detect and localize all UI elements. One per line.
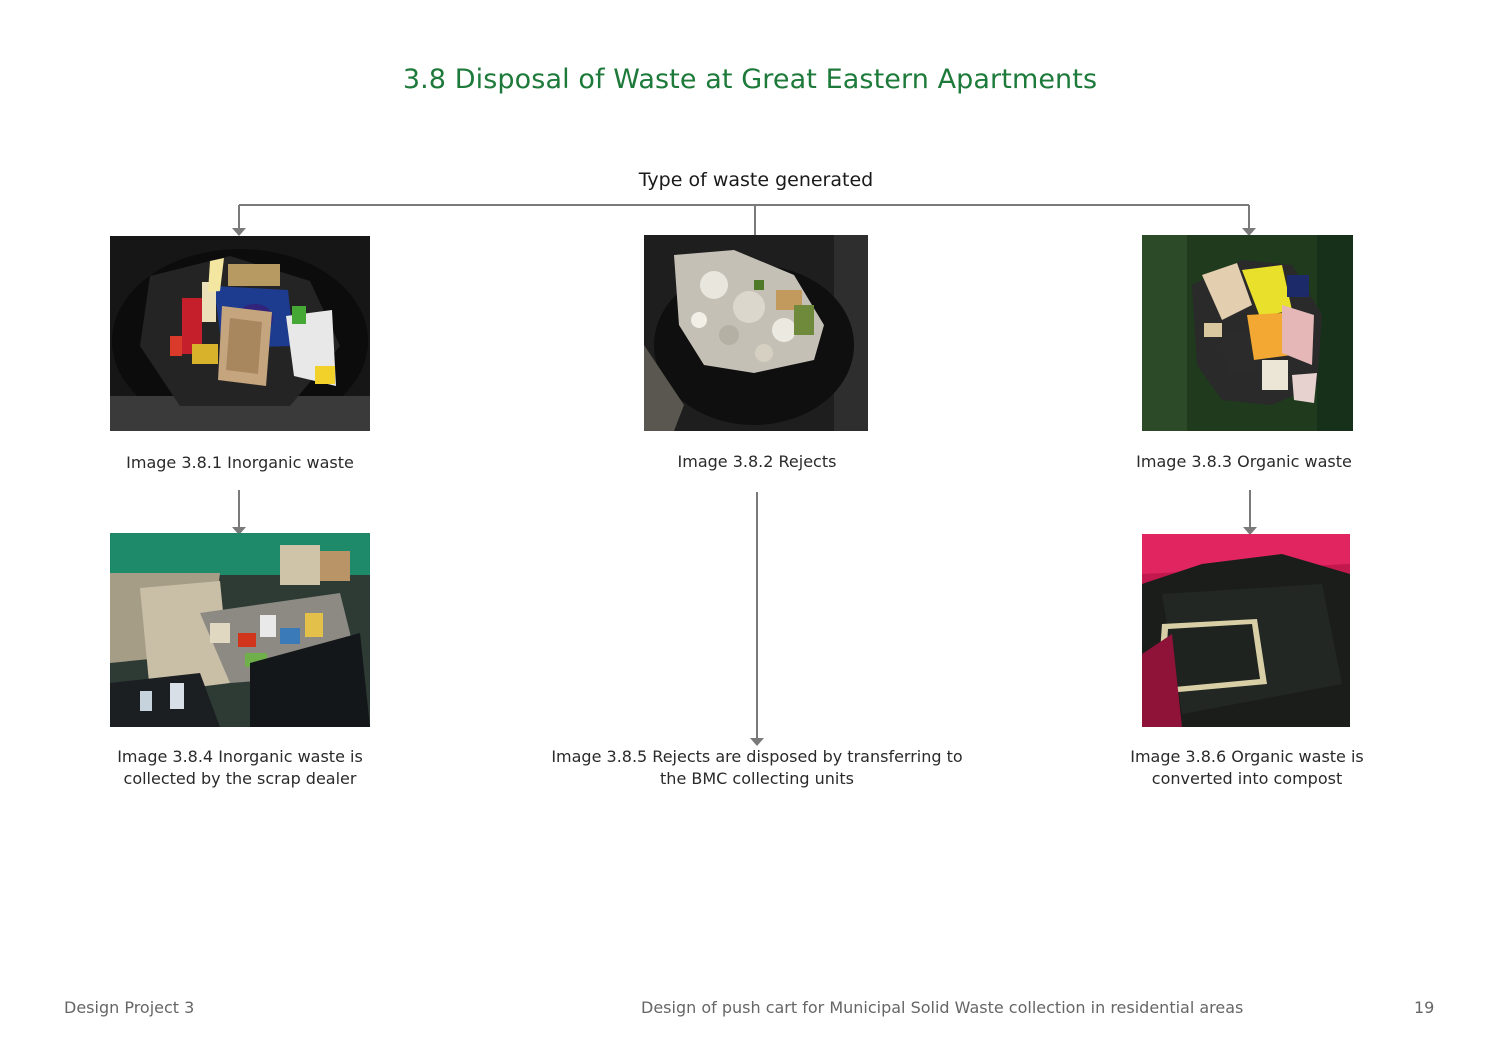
photo-organic-waste: [1142, 235, 1353, 431]
arrow-head-scrap: [232, 527, 246, 535]
photo-rejects: [644, 235, 868, 431]
caption-compost: Image 3.8.6 Organic waste is converted i…: [1130, 747, 1364, 788]
footer-document-title: Design of push cart for Municipal Solid …: [641, 998, 1244, 1017]
flowchart-root-label: Type of waste generated: [638, 169, 874, 191]
caption-rejects: Image 3.8.2 Rejects: [677, 452, 837, 471]
arrow-head-inorganic: [232, 228, 246, 236]
arrow-head-organic: [1242, 228, 1256, 236]
photo-compost: [1142, 534, 1350, 727]
caption-inorganic-waste: Image 3.8.1 Inorganic waste: [126, 453, 354, 472]
caption-bmc-transfer: Image 3.8.5 Rejects are disposed by tran…: [551, 747, 963, 788]
caption-organic-waste: Image 3.8.3 Organic waste: [1136, 452, 1352, 471]
arrow-head-bmc: [750, 738, 764, 746]
photo-scrap-dealer: [110, 533, 370, 727]
footer-page-number: 19: [1414, 998, 1435, 1017]
footer-project-name: Design Project 3: [64, 998, 195, 1017]
photo-inorganic-waste: [110, 236, 370, 431]
arrow-head-compost: [1243, 527, 1257, 535]
page-title: 3.8 Disposal of Waste at Great Eastern A…: [402, 64, 1098, 95]
caption-scrap-dealer: Image 3.8.4 Inorganic waste is collected…: [117, 747, 363, 788]
